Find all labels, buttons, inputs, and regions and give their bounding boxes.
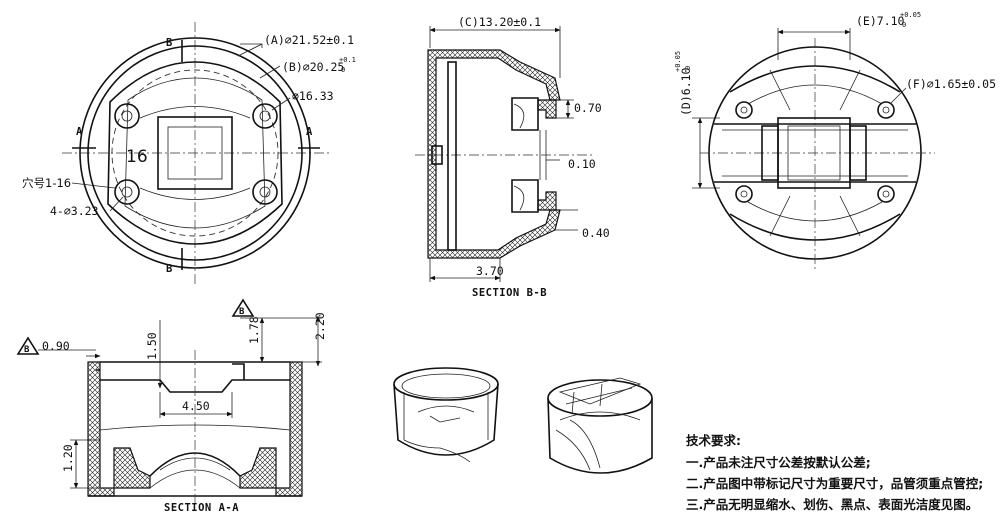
hole-range: 穴号1-16 <box>22 176 71 190</box>
notes-line-3: 三.产品无明显缩水、划伤、黑点、表面光洁度见图。 <box>686 497 978 512</box>
dim-150: 1.50 <box>145 332 159 360</box>
dim-f: (F)⌀1.65±0.05 <box>906 77 996 91</box>
dim-e-tol-upper: +0.05 <box>900 11 921 19</box>
notes-title: 技术要求: <box>686 433 741 448</box>
cut-label-a-right: A <box>306 126 313 138</box>
notes-line-1: 一.产品未注尺寸公差按默认公差; <box>686 455 871 470</box>
isometric-view-left <box>393 367 499 463</box>
dim-178: 1.78 <box>247 316 261 344</box>
hole-dim: 4-⌀3.23 <box>50 204 99 218</box>
dim-370: 3.70 <box>476 264 504 278</box>
dim-e-tol-lower: 0 <box>902 21 906 29</box>
dim-e: (E)7.10 <box>856 14 905 28</box>
dim-450: 4.50 <box>182 399 210 413</box>
hole-number: 16 <box>126 147 148 167</box>
dim-010: 0.10 <box>568 157 596 171</box>
notes-line-2: 二.产品图中带标记尺寸为重要尺寸，品管须重点管控; <box>686 476 983 491</box>
dim-c-length: (C)13.20±0.1 <box>458 15 541 29</box>
section-bb-title: SECTION B-B <box>472 287 547 299</box>
dim-b: (B)⌀20.25 <box>282 60 344 74</box>
cut-label-b-bottom: B <box>166 263 173 275</box>
dim-b-tol-upper: +0.1 <box>339 56 356 64</box>
dim-040: 0.40 <box>582 226 610 240</box>
dim-d-tol-upper: +0.05 <box>674 51 682 72</box>
cut-label-b-top: B <box>166 37 173 49</box>
technical-notes: 技术要求: 一.产品未注尺寸公差按默认公差; 二.产品图中带标记尺寸为重要尺寸，… <box>686 433 983 512</box>
cut-label-a-left: A <box>76 126 83 138</box>
dim-a: (A)⌀21.52±0.1 <box>264 33 354 47</box>
dim-c: ⌀16.33 <box>292 89 334 103</box>
dim-120: 1.20 <box>61 444 75 472</box>
dim-d: (D)6.10 <box>679 67 693 116</box>
top-view: (E)7.10 +0.05 0 (D)6.10 +0.05 0 <box>674 11 996 270</box>
dim-220: 2.20 <box>313 312 327 340</box>
section-b-b: (C)13.20±0.1 0.70 0.10 0.40 3.70 SECTION… <box>415 15 610 299</box>
front-view: B B A A 16 (A)⌀21.52±0.1 (B)⌀20.25 +0.1 … <box>22 22 356 285</box>
datum-b-top: B <box>239 307 245 317</box>
section-aa-title: SECTION A-A <box>164 502 239 514</box>
dim-090: 0.90 <box>42 339 70 353</box>
dim-d-tol-lower: 0 <box>684 66 692 70</box>
isometric-view-right <box>547 377 653 474</box>
section-a-a: B 0.90 B 1.50 1.78 2.20 4.50 <box>16 298 327 514</box>
dim-070: 0.70 <box>574 101 602 115</box>
datum-b: B <box>24 345 30 355</box>
dim-b-tol-lower: 0 <box>341 66 345 74</box>
